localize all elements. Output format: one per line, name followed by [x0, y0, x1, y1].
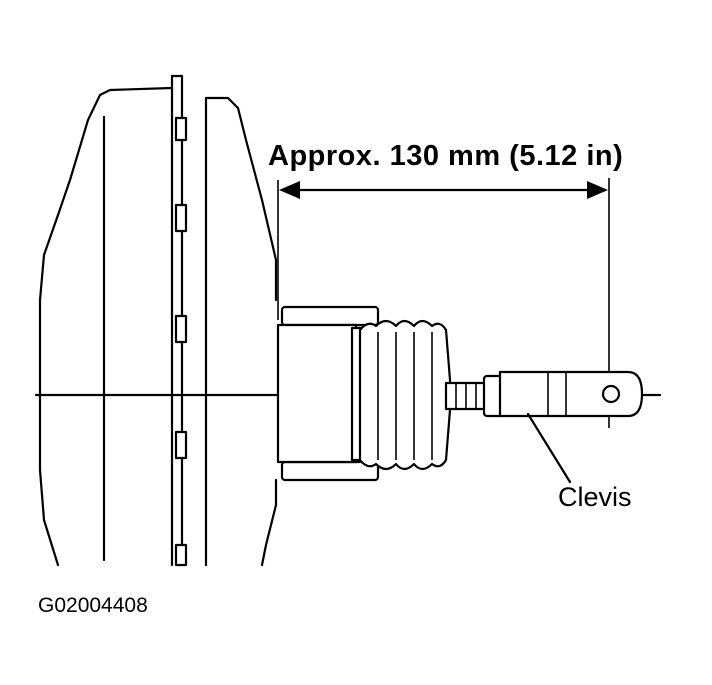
- figure-id: G02004408: [38, 594, 148, 617]
- dimension-label: Approx. 130 mm (5.12 in): [268, 140, 623, 172]
- booster-flange: [170, 74, 188, 567]
- clevis-leader-line: [526, 412, 572, 484]
- boot-ribs: [377, 332, 433, 460]
- booster-shell: [38, 86, 278, 567]
- clevis-label: Clevis: [558, 482, 632, 512]
- rubber-boot: [358, 319, 452, 471]
- mounting-studs: [280, 305, 380, 482]
- dimension-arrow: [279, 181, 608, 199]
- push-rod: [444, 374, 506, 418]
- clevis: [498, 370, 644, 418]
- booster-housing: [276, 323, 368, 464]
